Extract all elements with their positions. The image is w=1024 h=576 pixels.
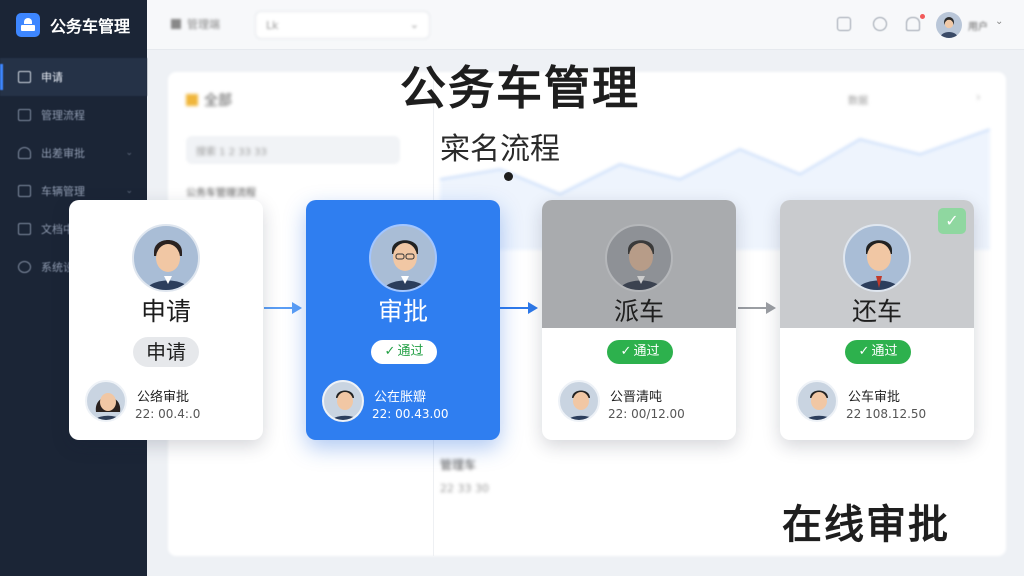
step-title: 还车 xyxy=(851,297,902,326)
document-icon xyxy=(18,223,31,235)
sidebar-item-process[interactable]: 管理流程 xyxy=(0,96,147,134)
check-icon: ✓ xyxy=(384,344,396,359)
sidebar-item-vehicles[interactable]: 车辆管理 ⌄ xyxy=(0,172,147,210)
step-title: 申请 xyxy=(140,297,191,326)
avatar xyxy=(843,224,911,292)
folder-icon xyxy=(186,94,198,106)
home-icon xyxy=(18,71,31,83)
sidebar-item-label: 管理流程 xyxy=(41,109,85,122)
search-placeholder: 搜索 1 2 33 33 xyxy=(196,147,267,158)
step-title: 审批 xyxy=(377,297,428,326)
select-value: Lk xyxy=(266,19,279,32)
flow-arrow xyxy=(738,302,776,314)
chevron-right-icon[interactable]: › xyxy=(976,90,981,104)
hero-title: 公务车管理 xyxy=(400,61,640,115)
approval-time: 22: 00.4:.0 xyxy=(135,407,201,421)
avatar xyxy=(369,224,437,292)
section-title: 全部 xyxy=(186,90,232,110)
breadcrumb-label: 管理端 xyxy=(187,18,220,31)
avatar xyxy=(322,380,364,422)
status-badge: ✓通过 xyxy=(371,340,437,364)
breadcrumb[interactable]: 管理端 xyxy=(171,16,220,32)
flow-step-apply[interactable]: 申请 申请 公络审批 22: 00.4:.0 xyxy=(69,200,263,440)
flow-step-return[interactable]: ✓ 还车 ✓通过 公车审批 22 108.12.50 xyxy=(780,200,974,440)
chevron-down-icon: ⌄ xyxy=(409,18,419,31)
avatar[interactable] xyxy=(936,12,962,38)
car-icon xyxy=(18,185,31,197)
user-name[interactable]: 用户 xyxy=(968,22,988,33)
approver-name: 公络审批 xyxy=(137,390,190,405)
flow-arrow xyxy=(264,302,302,314)
status-badge: ✓通过 xyxy=(845,340,911,364)
sidebar-item-approval[interactable]: 出差审批 ⌄ xyxy=(0,134,147,172)
topbar: 管理端 Lk ⌄ xyxy=(147,0,1024,50)
flow-step-dispatch[interactable]: 派车 ✓通过 公晋清吨 22: 00/12.00 xyxy=(542,200,736,440)
help-icon[interactable] xyxy=(873,17,887,31)
notification-dot xyxy=(920,14,925,19)
user-icon xyxy=(18,147,31,159)
gear-icon xyxy=(18,261,31,273)
approver-name: 公在胀瓣 xyxy=(374,390,427,405)
brand[interactable]: 公务车管理 xyxy=(0,0,147,50)
approval-time: 22: 00/12.00 xyxy=(608,407,685,421)
chevron-down-icon: ⌄ xyxy=(125,186,133,196)
avatar xyxy=(132,224,200,292)
grid-icon xyxy=(18,109,31,121)
approver-name: 公晋清吨 xyxy=(610,390,663,405)
fullscreen-icon[interactable] xyxy=(837,17,851,31)
sidebar-nav: 申请 管理流程 出差审批 ⌄ 车辆管理 ⌄ 文档中心 系统设置 xyxy=(0,58,147,286)
flow-arrow xyxy=(500,302,538,314)
bell-icon[interactable] xyxy=(906,17,920,31)
app-logo-icon xyxy=(16,13,40,37)
sidebar-item-apply[interactable]: 申请 xyxy=(0,58,147,96)
chevron-down-icon: ⌄ xyxy=(125,148,133,158)
corner-tag: 在线审批 xyxy=(782,502,950,548)
approver-name: 公车审批 xyxy=(848,390,901,405)
flow-step-approve[interactable]: 审批 ✓通过 公在胀瓣 22: 00.43.00 xyxy=(306,200,500,440)
check-icon: ✓ xyxy=(858,344,870,359)
home-icon xyxy=(171,19,181,29)
avatar xyxy=(558,380,600,422)
search-input[interactable] xyxy=(186,136,400,164)
app-title: 公务车管理 xyxy=(50,17,131,36)
scope-select[interactable]: Lk ⌄ xyxy=(255,11,430,39)
right-header: 数据 xyxy=(848,96,868,107)
avatar xyxy=(796,380,838,422)
status-badge: ✓通过 xyxy=(607,340,673,364)
hero-subtitle: 寀名流程 xyxy=(440,132,560,167)
sidebar-item-label: 车辆管理 xyxy=(41,185,85,198)
approval-time: 22: 00.43.00 xyxy=(372,407,449,421)
chevron-down-icon[interactable]: ⌄ xyxy=(995,16,1004,27)
list-header: 公务车管理流程 xyxy=(186,188,256,199)
avatar xyxy=(85,380,127,422)
bottom-label: 管理车 xyxy=(440,458,477,472)
bullet-dot xyxy=(504,172,513,181)
check-icon: ✓ xyxy=(620,344,632,359)
step-title: 派车 xyxy=(613,297,664,326)
check-icon: ✓ xyxy=(938,208,966,234)
sidebar-item-label: 申请 xyxy=(41,71,63,84)
status-badge: 申请 xyxy=(133,337,199,367)
bottom-value: 22 33 30 xyxy=(440,482,489,495)
approval-time: 22 108.12.50 xyxy=(846,407,927,421)
avatar xyxy=(605,224,673,292)
sidebar-item-label: 出差审批 xyxy=(41,147,85,160)
